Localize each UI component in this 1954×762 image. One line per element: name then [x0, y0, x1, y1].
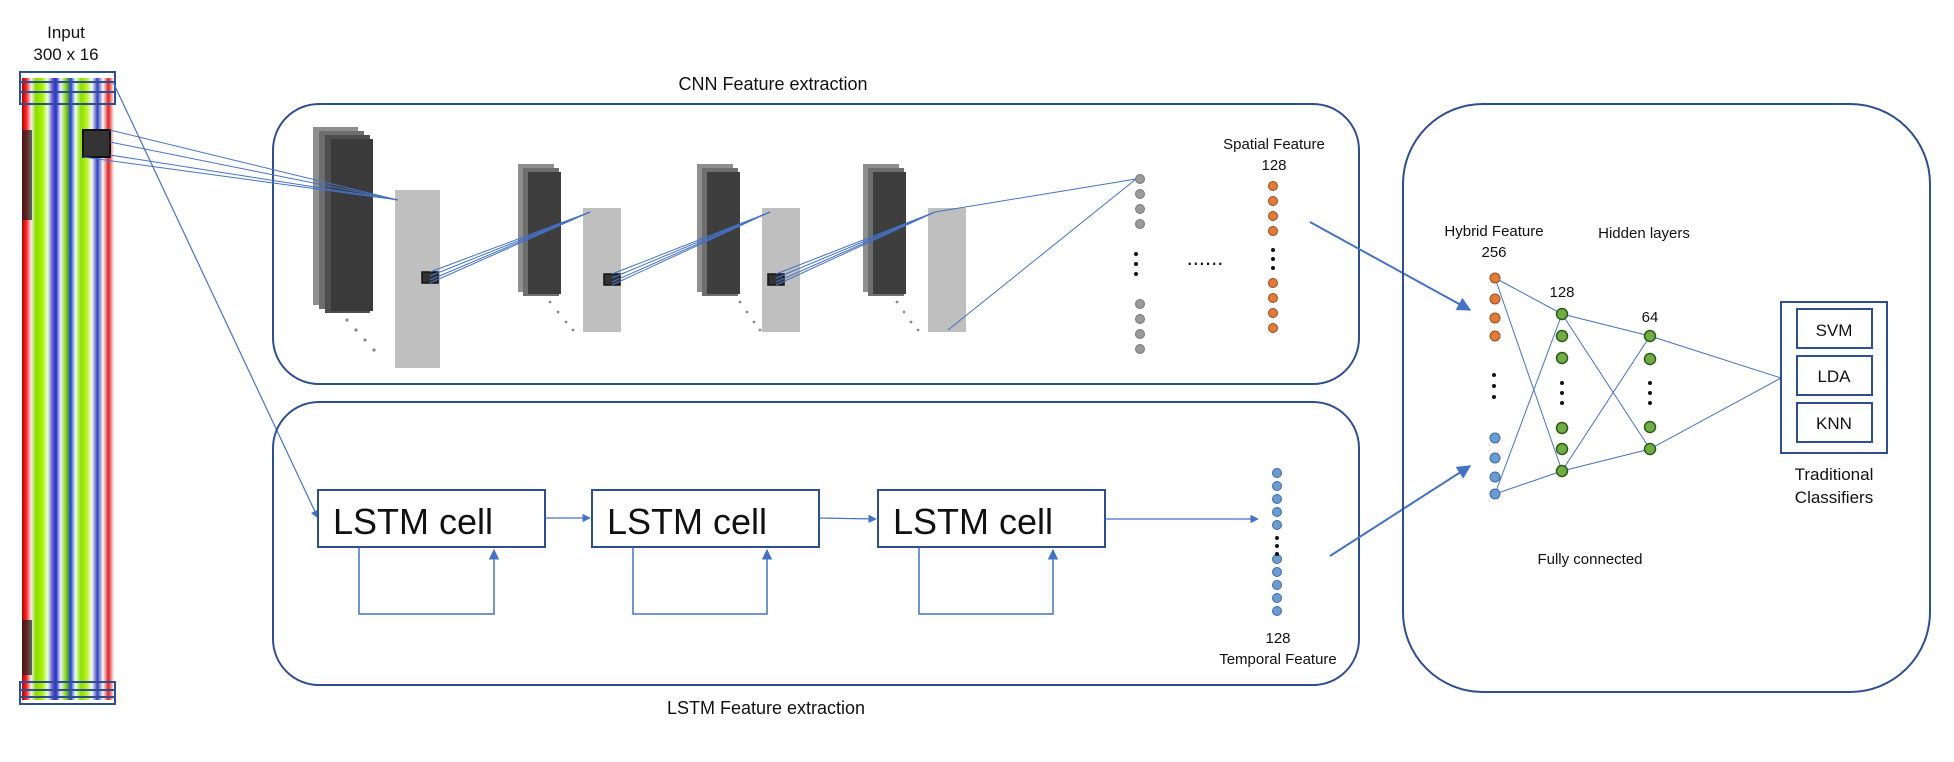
lstm-frame [272, 401, 1360, 686]
cnn-horizontal-ellipsis: ...... [1187, 245, 1224, 270]
signal-dark-edge-top [22, 130, 32, 220]
feature-map-stack-3 [697, 164, 740, 296]
classifier-group-frame [1780, 301, 1888, 454]
input-window-bottom [19, 681, 116, 705]
spatial-vertical-ellipsis [1271, 248, 1275, 270]
classifier-group-title-line2: Classifiers [1795, 488, 1873, 507]
spatial-feature-nodes [1268, 181, 1278, 333]
lstm-cell-arrows [545, 513, 1259, 524]
cnn-title: CNN Feature extraction [678, 74, 867, 94]
feature-map-stack-1 [313, 127, 373, 313]
lstm-recurrent-loops [358, 547, 1059, 615]
hybrid-feature-orange-nodes [1489, 272, 1501, 342]
input-to-lstm-arrow [112, 81, 319, 519]
fully-connected-label: Fully connected [1537, 551, 1642, 568]
pooled-map-4 [928, 208, 966, 332]
cnn-panel: CNN Feature extraction [82, 74, 1360, 385]
spatial-feature-count: 128 [1261, 157, 1286, 174]
classifier-knn-label: KNN [1816, 414, 1852, 433]
input-signal-image [22, 78, 114, 700]
flatten-vertical-ellipsis [1134, 252, 1138, 276]
classifier-svm-label: SVM [1816, 321, 1853, 340]
lstm-cell-3-label: LSTM cell [893, 501, 1053, 542]
hybrid-feature-title: Hybrid Feature [1444, 223, 1543, 240]
spatial-feature-title: Spatial Feature [1223, 136, 1325, 153]
temporal-feature-title: Temporal Feature [1219, 651, 1337, 668]
lstm-cell-1: LSTM cell [317, 489, 546, 548]
classifier-group-title-line1: Traditional [1795, 465, 1874, 484]
pooled-map-2 [583, 208, 621, 332]
hidden-layers-title: Hidden layers [1598, 225, 1690, 242]
hidden-layer-2-ellipsis [1648, 381, 1652, 405]
input-title: Input [47, 23, 85, 42]
fusion-arrows [1309, 221, 1472, 557]
hybrid-vertical-ellipsis [1492, 373, 1496, 399]
input-panel: Input 300 x 16 [19, 23, 116, 705]
hidden-layer-1-count: 128 [1549, 284, 1574, 301]
lstm-title: LSTM Feature extraction [667, 698, 865, 718]
pooled-map-3 [762, 208, 800, 332]
hybrid-feature-blue-nodes [1489, 432, 1501, 500]
classifier-lda: LDA [1796, 355, 1873, 396]
hidden-layer-2-count: 64 [1642, 309, 1659, 326]
lstm-cell-1-label: LSTM cell [333, 501, 493, 542]
hidden-layer-1-ellipsis [1560, 381, 1564, 405]
stack-ellipsis-dots [345, 300, 920, 352]
hidden-layer-1-nodes [1555, 307, 1569, 478]
classifier-panel: Hybrid Feature 256 Hidden layers 128 64 … [1402, 103, 1931, 693]
classifier-frame [1402, 103, 1931, 693]
cnn-frame [272, 103, 1360, 385]
temporal-vertical-ellipsis [1275, 536, 1279, 556]
lstm-cell-2: LSTM cell [591, 489, 820, 548]
input-conv-kernel [82, 129, 111, 158]
temporal-to-hybrid-arrow [1329, 465, 1472, 557]
spatial-to-hybrid-arrow [1309, 221, 1472, 311]
temporal-feature-count: 128 [1265, 630, 1290, 647]
feature-map-stack-4 [863, 164, 906, 296]
hybrid-feature-count: 256 [1481, 244, 1506, 261]
lstm-panel: LSTM Feature extraction LSTM cell LSTM c… [272, 401, 1360, 718]
lstm-cell-3: LSTM cell [877, 489, 1106, 548]
input-size-label: 300 x 16 [33, 45, 98, 64]
lstm-cell-2-label: LSTM cell [607, 501, 767, 542]
fc-connection-lines [1494, 277, 1782, 495]
classifier-svm: SVM [1796, 308, 1873, 349]
input-window-top [19, 71, 116, 105]
signal-dark-edge-bottom [22, 620, 32, 675]
classifier-knn: KNN [1796, 402, 1873, 443]
temporal-feature-nodes [1272, 468, 1282, 616]
flatten-node-column [1135, 174, 1145, 354]
classifier-lda-label: LDA [1817, 367, 1851, 386]
cnn-connection-lines [82, 129, 1137, 331]
hidden-layer-2-nodes [1643, 329, 1657, 456]
feature-map-stack-2 [518, 164, 561, 296]
